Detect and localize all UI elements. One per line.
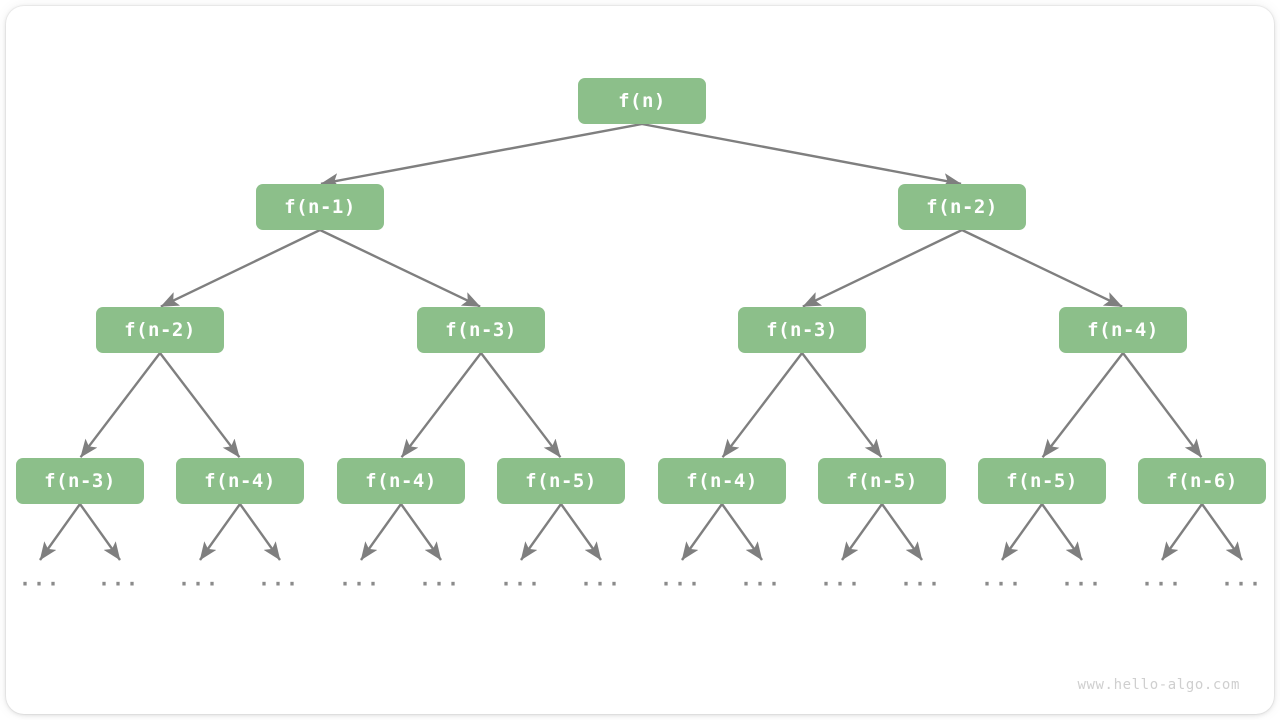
ellipsis-marker: ··· — [1060, 572, 1104, 596]
tree-node: f(n-5) — [497, 458, 625, 504]
tree-node: f(n-4) — [176, 458, 304, 504]
tree-node: f(n-4) — [1059, 307, 1187, 353]
tree-node: f(n-3) — [417, 307, 545, 353]
ellipsis-marker: ··· — [1140, 572, 1184, 596]
tree-node: f(n-2) — [96, 307, 224, 353]
ellipsis-marker: ··· — [739, 572, 783, 596]
tree-node: f(n-4) — [337, 458, 465, 504]
tree-node: f(n-3) — [738, 307, 866, 353]
tree-node: f(n-6) — [1138, 458, 1266, 504]
ellipsis-marker: ··· — [177, 572, 221, 596]
ellipsis-marker: ··· — [418, 572, 462, 596]
tree-node: f(n-5) — [978, 458, 1106, 504]
tree-node: f(n-1) — [256, 184, 384, 230]
tree-node: f(n-5) — [818, 458, 946, 504]
ellipsis-marker: ··· — [338, 572, 382, 596]
ellipsis-marker: ··· — [579, 572, 623, 596]
tree-node: f(n) — [578, 78, 706, 124]
ellipsis-marker: ··· — [257, 572, 301, 596]
ellipsis-marker: ··· — [499, 572, 543, 596]
watermark: www.hello-algo.com — [1077, 677, 1240, 693]
ellipsis-marker: ··· — [659, 572, 703, 596]
ellipsis-marker: ··· — [18, 572, 62, 596]
ellipsis-marker: ··· — [899, 572, 943, 596]
ellipsis-marker: ··· — [97, 572, 141, 596]
tree-node: f(n-2) — [898, 184, 1026, 230]
ellipsis-marker: ··· — [1220, 572, 1264, 596]
tree-node: f(n-4) — [658, 458, 786, 504]
ellipsis-marker: ··· — [980, 572, 1024, 596]
ellipsis-marker: ··· — [819, 572, 863, 596]
tree-node: f(n-3) — [16, 458, 144, 504]
